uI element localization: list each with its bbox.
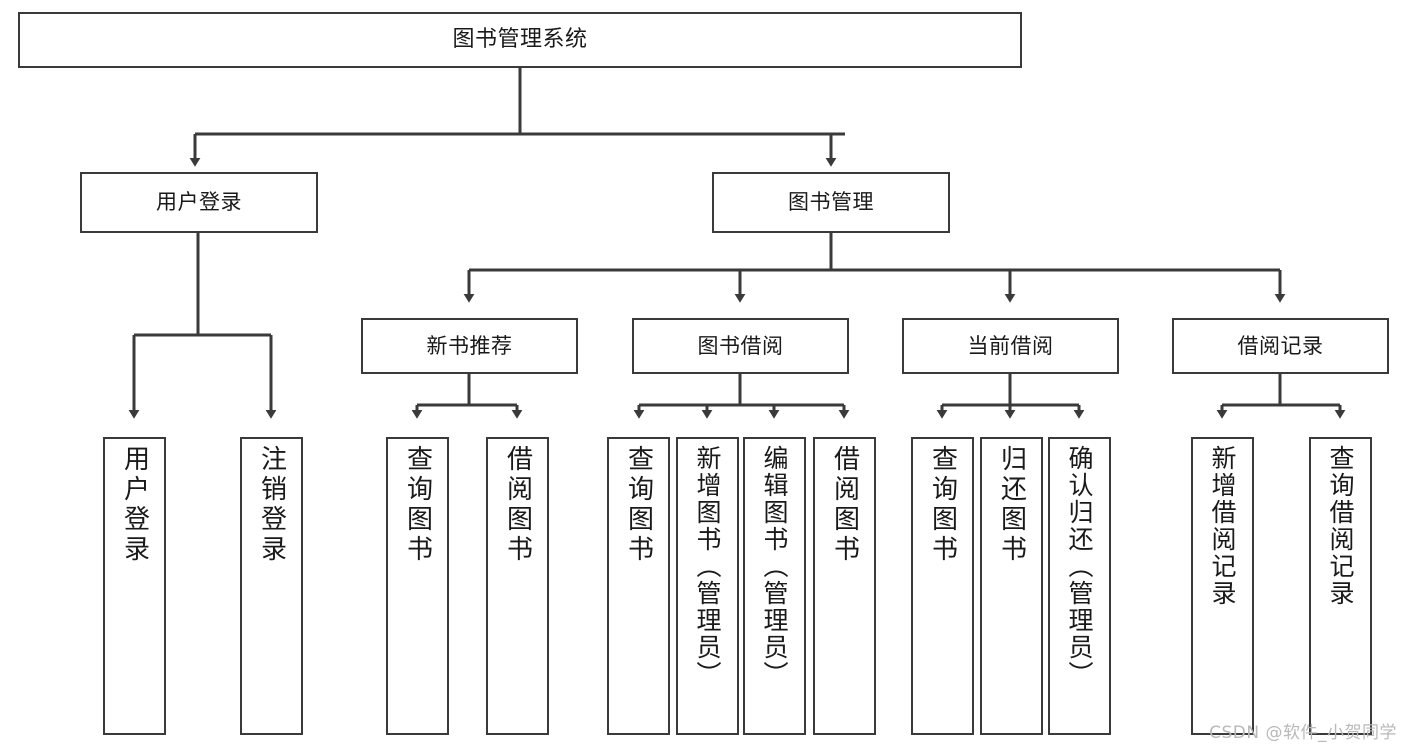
node-current-borrow[interactable]: 当前借阅 [902,318,1119,374]
node-label: 借阅记录 [1237,333,1324,358]
node-label: 查询图书 [623,445,654,565]
node-label: 查询图书 [402,445,433,565]
node-label: 查询图书 [927,445,958,565]
node-leaf-return-book[interactable]: 归还图书 [980,437,1043,735]
node-label: 图书管理 [788,190,874,215]
node-label: 编辑图书（管理员） [760,445,789,688]
node-user-login[interactable]: 用户登录 [80,172,318,233]
node-label: 新增图书（管理员） [693,445,722,688]
node-label: 查询借阅记录 [1326,445,1355,607]
node-new-book-recommend[interactable]: 新书推荐 [361,318,578,374]
watermark-text: CSDN @软件_小贺同学 [1209,723,1397,743]
node-label: 当前借阅 [967,333,1054,358]
node-label: 图书借阅 [697,333,784,358]
node-label: 注销登录 [256,445,287,565]
node-label: 借阅图书 [502,445,533,565]
node-label: 用户登录 [119,445,150,565]
node-label: 新书推荐 [426,333,513,358]
node-leaf-query-book-1[interactable]: 查询图书 [386,437,449,735]
node-book-management[interactable]: 图书管理 [712,172,950,233]
node-leaf-query-book-3[interactable]: 查询图书 [911,437,974,735]
node-leaf-borrow-book-1[interactable]: 借阅图书 [486,437,549,735]
node-label: 借阅图书 [829,445,860,565]
node-label: 用户登录 [156,190,242,215]
node-label: 确认归还（管理员） [1065,445,1094,688]
node-leaf-query-borrow-record[interactable]: 查询借阅记录 [1309,437,1372,735]
node-leaf-borrow-book-2[interactable]: 借阅图书 [813,437,876,735]
node-label: 归还图书 [996,445,1027,565]
node-leaf-user-login[interactable]: 用户登录 [103,437,166,735]
node-label: 图书管理系统 [452,27,588,53]
node-leaf-add-book-admin[interactable]: 新增图书（管理员） [676,437,739,735]
node-label: 新增借阅记录 [1208,445,1237,607]
node-leaf-user-logout[interactable]: 注销登录 [240,437,303,735]
node-book-borrow[interactable]: 图书借阅 [632,318,849,374]
node-leaf-query-book-2[interactable]: 查询图书 [607,437,670,735]
node-leaf-add-borrow-record[interactable]: 新增借阅记录 [1191,437,1254,735]
node-leaf-confirm-return-admin[interactable]: 确认归还（管理员） [1048,437,1111,735]
node-borrow-record[interactable]: 借阅记录 [1172,318,1389,374]
node-root-book-management-system[interactable]: 图书管理系统 [18,12,1022,68]
node-leaf-edit-book-admin[interactable]: 编辑图书（管理员） [743,437,806,735]
